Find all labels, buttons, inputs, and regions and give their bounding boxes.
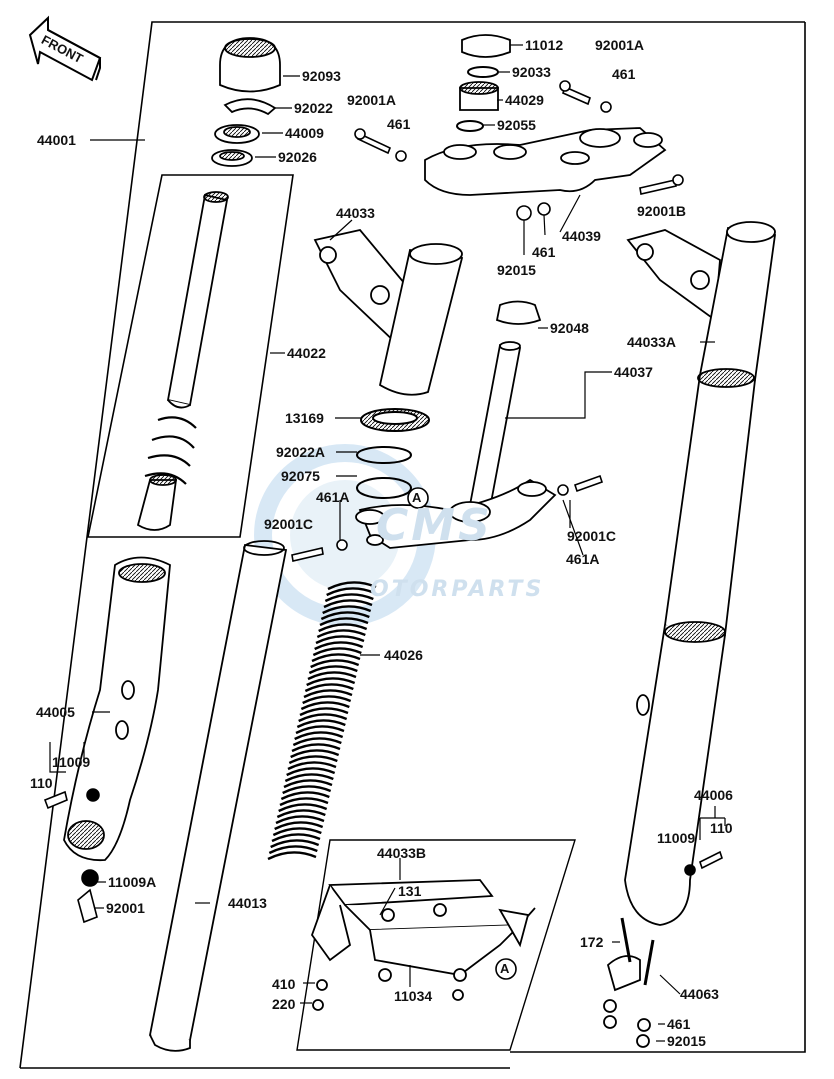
bushing-92026 xyxy=(211,149,253,167)
label-461A-right: 461A xyxy=(566,551,600,567)
bolt-92001A-left xyxy=(354,128,407,162)
label-11009-right: 11009 xyxy=(657,830,696,846)
label-44033: 44033 xyxy=(336,205,375,221)
circlip-92022 xyxy=(223,98,277,116)
steering-stem-44037 xyxy=(355,341,557,549)
fork-spring-44026 xyxy=(267,581,377,861)
label-92001C-right: 92001C xyxy=(567,528,617,544)
bolt-110-left xyxy=(43,788,100,810)
label-92001A-right: 92001A xyxy=(595,37,645,53)
label-131: 131 xyxy=(398,883,422,899)
label-92033: 92033 xyxy=(512,64,551,80)
inner-tube-frame xyxy=(87,174,294,538)
label-92055: 92055 xyxy=(497,117,536,133)
label-44033A: 44033A xyxy=(627,334,677,350)
outer-tube-44013 xyxy=(149,540,288,1052)
label-44013: 44013 xyxy=(228,895,267,911)
label-92075: 92075 xyxy=(281,468,320,484)
label-44022: 44022 xyxy=(287,345,326,361)
label-44063: 44063 xyxy=(680,986,719,1002)
spring-small xyxy=(144,416,197,485)
bolt-92001 xyxy=(77,869,99,924)
label-461A-left: 461A xyxy=(316,489,350,505)
label-92022: 92022 xyxy=(294,100,333,116)
bolt-110-right xyxy=(684,850,723,876)
left-fork-frame xyxy=(19,21,805,1069)
inner-tube-44022 xyxy=(166,191,229,409)
axle-clamp-44063 xyxy=(603,917,655,1048)
callout-A-bottom-label: A xyxy=(500,961,510,976)
label-110-right: 110 xyxy=(710,820,733,836)
handlebar-bracket-44033 xyxy=(313,229,464,396)
label-92093: 92093 xyxy=(302,68,341,84)
label-172: 172 xyxy=(580,934,604,950)
bolt-92001B xyxy=(639,174,684,195)
dust-seal-92093 xyxy=(219,37,281,93)
cap-11012 xyxy=(461,34,511,58)
fork-outer-leg-right xyxy=(624,221,777,926)
label-11012: 11012 xyxy=(525,37,564,53)
label-92001B: 92001B xyxy=(637,203,687,219)
label-44001: 44001 xyxy=(37,132,76,148)
handlebar-bracket-44033A xyxy=(626,229,721,322)
oil-seal-44009 xyxy=(214,124,260,144)
cap-92048 xyxy=(495,300,542,325)
callout-A-top xyxy=(407,487,429,509)
label-110-left: 110 xyxy=(30,775,53,791)
ring-92033 xyxy=(467,66,499,78)
bracket-frame xyxy=(296,839,576,1051)
label-44037: 44037 xyxy=(614,364,653,380)
bolt-92001C-right xyxy=(557,474,604,496)
callout-A-top-label: A xyxy=(412,490,422,505)
nuts-92015-461 xyxy=(516,202,551,221)
piston-cylinder xyxy=(136,474,178,531)
leader-lines xyxy=(49,44,726,1042)
label-410: 410 xyxy=(272,976,296,992)
label-461-right: 461 xyxy=(612,66,636,82)
label-92001A-left: 92001A xyxy=(347,92,397,108)
label-44009: 44009 xyxy=(285,125,324,141)
label-44039: 44039 xyxy=(562,228,601,244)
bearings-13169 xyxy=(356,408,430,499)
label-44026: 44026 xyxy=(384,647,423,663)
right-frame-edge xyxy=(510,22,806,1053)
label-461-bottom: 461 xyxy=(667,1016,691,1032)
nut-44029 xyxy=(459,81,499,111)
label-44029: 44029 xyxy=(505,92,544,108)
label-461-left: 461 xyxy=(387,116,411,132)
fork-outer-leg-left xyxy=(63,556,171,862)
label-13169: 13169 xyxy=(285,410,324,426)
label-44033B: 44033B xyxy=(377,845,427,861)
label-92015-center: 92015 xyxy=(497,262,536,278)
label-92001C-left: 92001C xyxy=(264,516,314,532)
label-92026: 92026 xyxy=(278,149,317,165)
bolt-92001C-left xyxy=(291,539,348,562)
spring-coils xyxy=(267,581,377,861)
bolt-92001A-right xyxy=(559,80,612,113)
watermark-brand: CMS xyxy=(376,500,493,551)
label-44006: 44006 xyxy=(694,787,733,803)
label-44005: 44005 xyxy=(36,704,75,720)
callout-A-bottom xyxy=(495,958,517,980)
label-11009-left: 11009 xyxy=(52,754,91,770)
label-11009A: 11009A xyxy=(108,874,157,890)
label-11034: 11034 xyxy=(394,988,433,1004)
watermark-sub: OTORPARTS xyxy=(370,577,545,602)
bracket-44033B xyxy=(310,879,536,1011)
washer-92055 xyxy=(456,120,484,132)
label-92015-bottom: 92015 xyxy=(667,1033,706,1049)
label-461-center: 461 xyxy=(532,244,556,260)
label-92001: 92001 xyxy=(106,900,145,916)
front-arrow-icon xyxy=(28,15,102,82)
label-92048: 92048 xyxy=(550,320,589,336)
label-220: 220 xyxy=(272,996,296,1012)
top-bridge-44039 xyxy=(424,127,667,196)
label-92022A: 92022A xyxy=(276,444,326,460)
